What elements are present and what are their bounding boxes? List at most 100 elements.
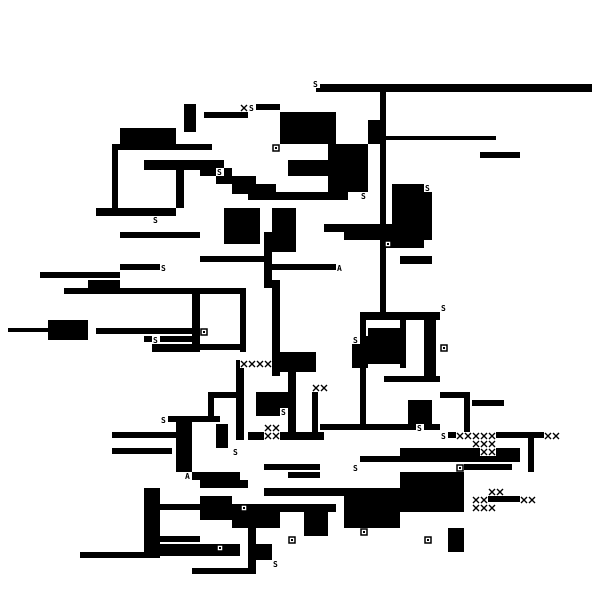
map-wall-segment (224, 208, 260, 244)
trap-cross-icon (488, 440, 496, 448)
alternate-marker: A (337, 264, 342, 273)
map-marker-tile[interactable] (232, 448, 240, 456)
spawn-marker: S (161, 416, 166, 425)
map-door-core (427, 539, 429, 541)
map-wall-segment (160, 544, 240, 556)
trap-cross-icon (472, 504, 480, 512)
map-door-core (459, 467, 461, 469)
map-marker-tile[interactable] (336, 264, 344, 272)
map-wall-segment (196, 344, 244, 350)
map-marker-tile[interactable] (416, 424, 424, 432)
map-wall-segment (96, 208, 176, 216)
map-wall-segment (48, 320, 88, 340)
map-wall-segment (344, 232, 384, 240)
spawn-marker: S (249, 104, 254, 113)
trap-cross-icon (248, 360, 256, 368)
map-marker-tile[interactable] (160, 416, 168, 424)
map-wall-segment (400, 320, 406, 368)
map-wall-segment (264, 488, 344, 496)
map-marker-tile[interactable] (152, 216, 160, 224)
map-wall-segment (248, 192, 348, 200)
map-wall-segment (208, 392, 236, 398)
trap-cross-icon (544, 432, 552, 440)
map-wall-segment (288, 368, 296, 440)
map-marker-tile[interactable] (440, 304, 448, 312)
map-marker-tile[interactable] (152, 336, 160, 344)
spawn-marker: S (153, 216, 158, 225)
map-marker-tile[interactable] (312, 80, 320, 88)
map-wall-segment (328, 144, 368, 192)
map-wall-segment (204, 112, 248, 118)
map-wall-segment (480, 152, 520, 158)
map-marker-tile[interactable] (352, 464, 360, 472)
map-door-core (291, 539, 293, 541)
trap-cross-icon (264, 424, 272, 432)
map-wall-segment (216, 176, 256, 184)
map-wall-segment (392, 184, 432, 240)
map-marker-tile[interactable] (248, 104, 256, 112)
map-wall-segment (288, 160, 328, 176)
trap-cross-icon (464, 432, 472, 440)
map-wall-segment (464, 464, 512, 470)
map-wall-segment (264, 232, 272, 288)
map-wall-segment (264, 464, 320, 470)
trap-cross-icon (488, 488, 496, 496)
map-marker-tile[interactable] (352, 336, 360, 344)
map-wall-segment (488, 496, 536, 502)
map-wall-segment (288, 472, 320, 478)
trap-cross-icon (480, 448, 488, 456)
trap-cross-icon (256, 360, 264, 368)
map-door-core (363, 531, 365, 533)
map-wall-segment (200, 496, 232, 520)
trap-cross-icon (240, 104, 248, 112)
map-marker-tile[interactable] (360, 192, 368, 200)
map-wall-segment (184, 472, 240, 480)
spawn-marker: S (161, 264, 166, 273)
map-wall-segment (120, 264, 168, 270)
spawn-marker: S (353, 336, 358, 345)
map-marker-tile[interactable] (424, 184, 432, 192)
map-wall-segment (248, 432, 324, 440)
map-wall-segment (280, 504, 336, 512)
map-marker-tile[interactable] (184, 472, 192, 480)
map-wall-segment (80, 552, 160, 558)
map-wall-segment (200, 256, 264, 262)
spawn-marker: S (217, 168, 222, 177)
map-wall-segment (272, 280, 280, 376)
trap-cross-icon (480, 432, 488, 440)
trap-cross-icon (480, 504, 488, 512)
map-wall-segment (192, 288, 200, 352)
map-wall-segment (176, 168, 184, 208)
map-wall-segment (368, 328, 400, 364)
map-wall-segment (152, 344, 200, 352)
map-wall-segment (384, 376, 440, 382)
trap-cross-icon (264, 432, 272, 440)
map-wall-segment (176, 416, 192, 472)
spawn-marker: S (233, 448, 238, 457)
map-marker-tile[interactable] (440, 432, 448, 440)
map-wall-segment (112, 144, 118, 208)
spawn-marker: S (425, 184, 430, 193)
trap-cross-icon (472, 496, 480, 504)
trap-cross-icon (272, 424, 280, 432)
trap-cross-icon (264, 360, 272, 368)
map-wall-segment (448, 528, 464, 552)
map-wall-segment (424, 320, 436, 376)
trap-cross-icon (488, 432, 496, 440)
map-marker-tile[interactable] (160, 264, 168, 272)
map-wall-segment (360, 312, 440, 316)
map-door-core (443, 347, 445, 349)
map-marker-tile[interactable] (272, 560, 280, 568)
trap-cross-icon (240, 360, 248, 368)
spawn-marker: S (361, 192, 366, 201)
map-marker-tile[interactable] (216, 168, 224, 176)
map-wall-segment (316, 84, 592, 92)
map-wall-segment (160, 536, 200, 542)
map-wall-segment (344, 488, 400, 528)
map-marker-tile[interactable] (280, 408, 288, 416)
trap-cross-icon (528, 496, 536, 504)
map-wall-segment (232, 184, 276, 194)
spawn-marker: S (441, 432, 446, 441)
